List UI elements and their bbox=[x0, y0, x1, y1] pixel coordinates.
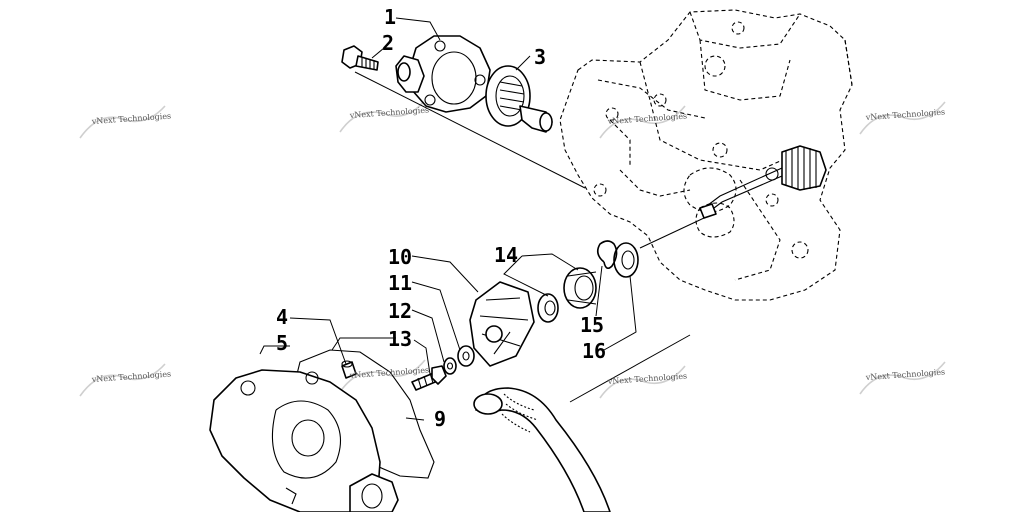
coolant-hose bbox=[473, 387, 611, 512]
drive-shaft bbox=[699, 145, 827, 219]
callout-4: 4 bbox=[276, 305, 288, 329]
part-2-bolt bbox=[341, 45, 379, 71]
part-12-washer bbox=[443, 357, 457, 375]
watermark-ghosts bbox=[79, 99, 946, 399]
callout-5: 5 bbox=[276, 331, 288, 355]
callout-2: 2 bbox=[382, 31, 394, 55]
engine-crankcase bbox=[559, 9, 853, 301]
part-5-pump-cover bbox=[209, 369, 399, 512]
callout-10: 10 bbox=[388, 245, 412, 269]
part-13-bolt bbox=[411, 365, 447, 391]
callout-1: 1 bbox=[384, 5, 396, 29]
watermark-text: vNext Technologies bbox=[91, 111, 172, 126]
part-10-impeller bbox=[469, 281, 535, 367]
watermark-text: vNext Technologies bbox=[865, 367, 946, 382]
callout-16: 16 bbox=[582, 339, 606, 363]
callout-labels: 1 2 3 4 5 9 10 11 12 13 14 15 16 bbox=[276, 5, 606, 431]
callout-12: 12 bbox=[388, 299, 412, 323]
part-4-dowel-pin bbox=[341, 360, 357, 379]
callout-9: 9 bbox=[434, 407, 446, 431]
part-11-washer bbox=[457, 345, 475, 367]
part-1-thermostat-housing bbox=[395, 35, 491, 113]
part-15-snap-ring bbox=[596, 240, 618, 270]
callout-15: 15 bbox=[580, 313, 604, 337]
callout-11: 11 bbox=[388, 271, 412, 295]
part-3-thermostat bbox=[485, 65, 553, 133]
watermark-text: vNext Technologies bbox=[349, 105, 430, 120]
watermark-text: vNext Technologies bbox=[349, 365, 430, 380]
watermark-text: vNext Technologies bbox=[607, 371, 688, 386]
callout-3: 3 bbox=[534, 45, 546, 69]
watermark-text: vNext Technologies bbox=[865, 107, 946, 122]
part-14-bearing bbox=[537, 267, 597, 323]
callout-14: 14 bbox=[494, 243, 518, 267]
watermark-text: vNext Technologies bbox=[607, 111, 688, 126]
part-16-seal bbox=[613, 242, 639, 278]
callout-13: 13 bbox=[388, 327, 412, 351]
leader-lines bbox=[259, 17, 637, 421]
assembly-axis-lines bbox=[354, 71, 705, 403]
watermark-text: vNext Technologies bbox=[91, 369, 172, 384]
